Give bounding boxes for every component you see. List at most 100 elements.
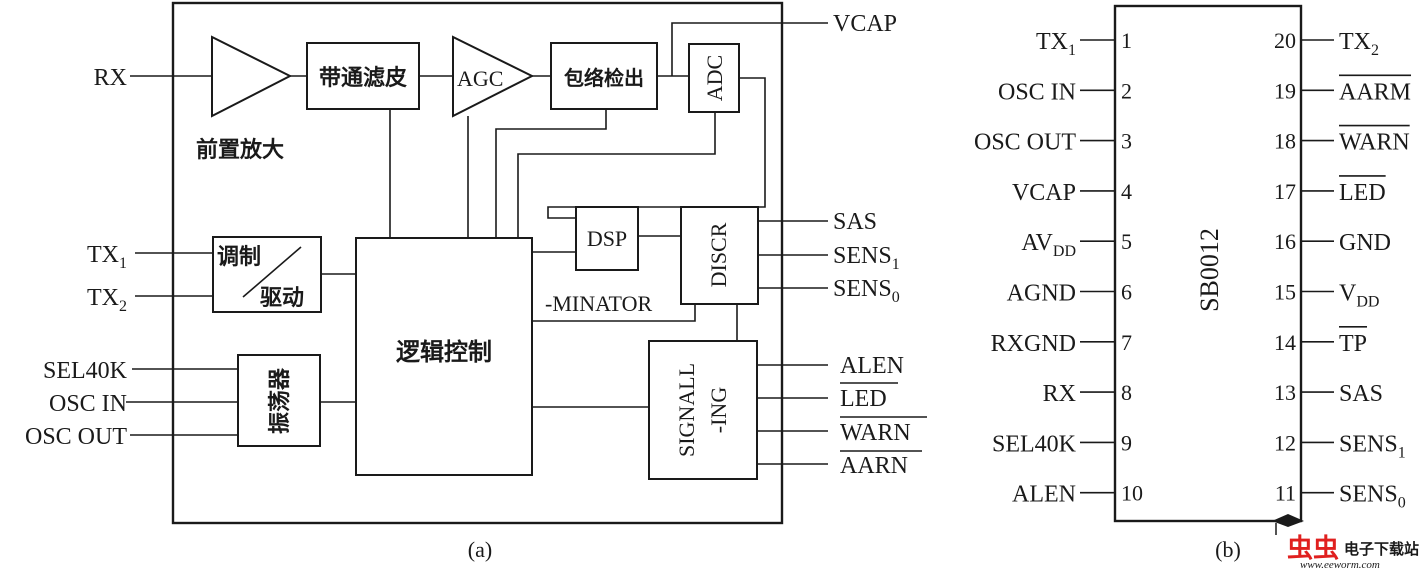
pin-2: 2 OSC IN <box>998 78 1132 105</box>
logic-control-block <box>355 237 533 476</box>
pin-label-15: VDD <box>1339 281 1379 311</box>
pin-label-11: SENS0 <box>1339 482 1406 512</box>
preamp-label: 前置放大 <box>196 137 284 163</box>
pin-label-13: SAS <box>1339 381 1383 407</box>
pin-number-1: 1 <box>1121 28 1132 53</box>
signalling-label-2: -ING <box>706 387 731 434</box>
graduation-cap-icon <box>1272 514 1304 527</box>
warn-signal-label: WARN <box>840 420 911 446</box>
caption-b: (b) <box>1215 537 1241 562</box>
chip-body-b <box>1113 4 1303 523</box>
bandpass-block <box>306 42 420 110</box>
preamp-triangle <box>211 35 293 118</box>
sel40k-signal-label: SEL40K <box>43 358 128 384</box>
agc-label: AGC <box>457 66 503 91</box>
rx-signal-label: RX <box>94 65 127 91</box>
watermark-site-name: 电子下载站 <box>1344 540 1419 558</box>
pin-number-4: 4 <box>1121 179 1132 204</box>
watermark-brand: 虫虫 <box>1287 534 1339 564</box>
sens1-signal-label: SENS1 <box>833 243 900 273</box>
watermark: 虫虫 电子下载站 www.eeworm.com <box>1272 514 1419 570</box>
pin-label-19: AARM <box>1339 79 1411 105</box>
pin-label-5: AVDD <box>1021 230 1076 260</box>
left-pin-column: 1 TX1 2 OSC IN 3 OSC OUT 4 VCAP 5 AVDD 6 AGND 7 RXGND… <box>974 28 1143 508</box>
pin-19: 19 AARM <box>1274 74 1412 105</box>
pin-number-6: 6 <box>1121 280 1132 305</box>
pin-number-20: 20 <box>1274 28 1296 53</box>
pin-1: 1 TX1 <box>1036 28 1132 59</box>
pin-label-1: TX1 <box>1036 29 1076 59</box>
chip-outline-a <box>171 1 784 525</box>
driver-label: 驱动 <box>260 286 304 311</box>
watermark-url: www.eeworm.com <box>1300 559 1380 570</box>
pin-number-11: 11 <box>1275 481 1296 506</box>
pin-number-17: 17 <box>1274 179 1296 204</box>
pin-number-9: 9 <box>1121 430 1132 455</box>
pin-16: 16 GND <box>1274 229 1391 256</box>
vcap-signal-label: VCAP <box>833 11 897 37</box>
discriminator-label: DISCR <box>706 222 731 287</box>
pin-number-14: 14 <box>1274 330 1296 355</box>
pin-label-10: ALEN <box>1012 482 1076 508</box>
pin-4: 4 VCAP <box>1012 179 1132 206</box>
discriminator-block <box>680 206 759 305</box>
pin-label-7: RXGND <box>991 331 1076 357</box>
pin-label-6: AGND <box>1007 281 1076 307</box>
pin-5: 5 AVDD <box>1021 229 1132 260</box>
modulator-driver-block <box>212 236 322 313</box>
dsp-label: DSP <box>587 226 627 251</box>
pin-number-3: 3 <box>1121 129 1132 154</box>
chip-name-label: SB0012 <box>1195 228 1224 312</box>
pin-label-16: GND <box>1339 230 1391 256</box>
pin-label-8: RX <box>1043 381 1076 407</box>
osc-out-signal-label: OSC OUT <box>25 424 127 450</box>
modulator-label: 调制 <box>217 245 261 270</box>
aarn-signal-label: AARN <box>840 453 908 479</box>
pin-number-19: 19 <box>1274 78 1296 103</box>
pin-17: 17 LED <box>1274 175 1386 206</box>
signalling-block <box>648 340 758 480</box>
pin-label-9: SEL40K <box>992 431 1077 457</box>
pin-number-2: 2 <box>1121 78 1132 103</box>
pin-15: 15 VDD <box>1274 280 1379 311</box>
dsp-block <box>575 206 639 271</box>
pin-number-18: 18 <box>1274 129 1296 154</box>
pin-label-2: OSC IN <box>998 79 1076 105</box>
bandpass-label: 带通滤皮 <box>319 65 407 91</box>
sens0-signal-label: SENS0 <box>833 276 900 306</box>
envelope-label: 包络检出 <box>564 66 644 90</box>
tx2-signal-label: TX2 <box>87 285 127 315</box>
pin-11: 11 SENS0 <box>1275 481 1406 512</box>
pin-label-4: VCAP <box>1012 180 1076 206</box>
pin-label-3: OSC OUT <box>974 130 1076 156</box>
sas-signal-label: SAS <box>833 209 877 235</box>
signalling-label-1: SIGNALL <box>674 363 699 457</box>
logic-control-label: 逻辑控制 <box>396 338 492 366</box>
pin-8: 8 RX <box>1043 380 1132 407</box>
oscillator-block <box>237 354 321 447</box>
pin-3: 3 OSC OUT <box>974 129 1132 156</box>
pin-label-17: LED <box>1339 180 1386 206</box>
adc-label: ADC <box>702 55 727 101</box>
pin-9: 9 SEL40K <box>992 430 1132 457</box>
minator-label: -MINATOR <box>545 291 652 316</box>
pin-number-16: 16 <box>1274 229 1296 254</box>
pin-number-12: 12 <box>1274 430 1296 455</box>
pin-13: 13 SAS <box>1274 380 1383 407</box>
block-diagram-a: 前置放大 带通滤皮 AGC 包络检出 ADC 逻辑控制 调制 驱动 <box>25 1 927 562</box>
pin-number-7: 7 <box>1121 330 1132 355</box>
adc-block <box>688 43 740 113</box>
oscillator-label: 振荡器 <box>267 367 293 434</box>
pin-number-13: 13 <box>1274 380 1296 405</box>
pin-number-5: 5 <box>1121 229 1132 254</box>
pin-number-8: 8 <box>1121 380 1132 405</box>
pin-number-15: 15 <box>1274 280 1296 305</box>
led-signal-label: LED <box>840 386 887 412</box>
